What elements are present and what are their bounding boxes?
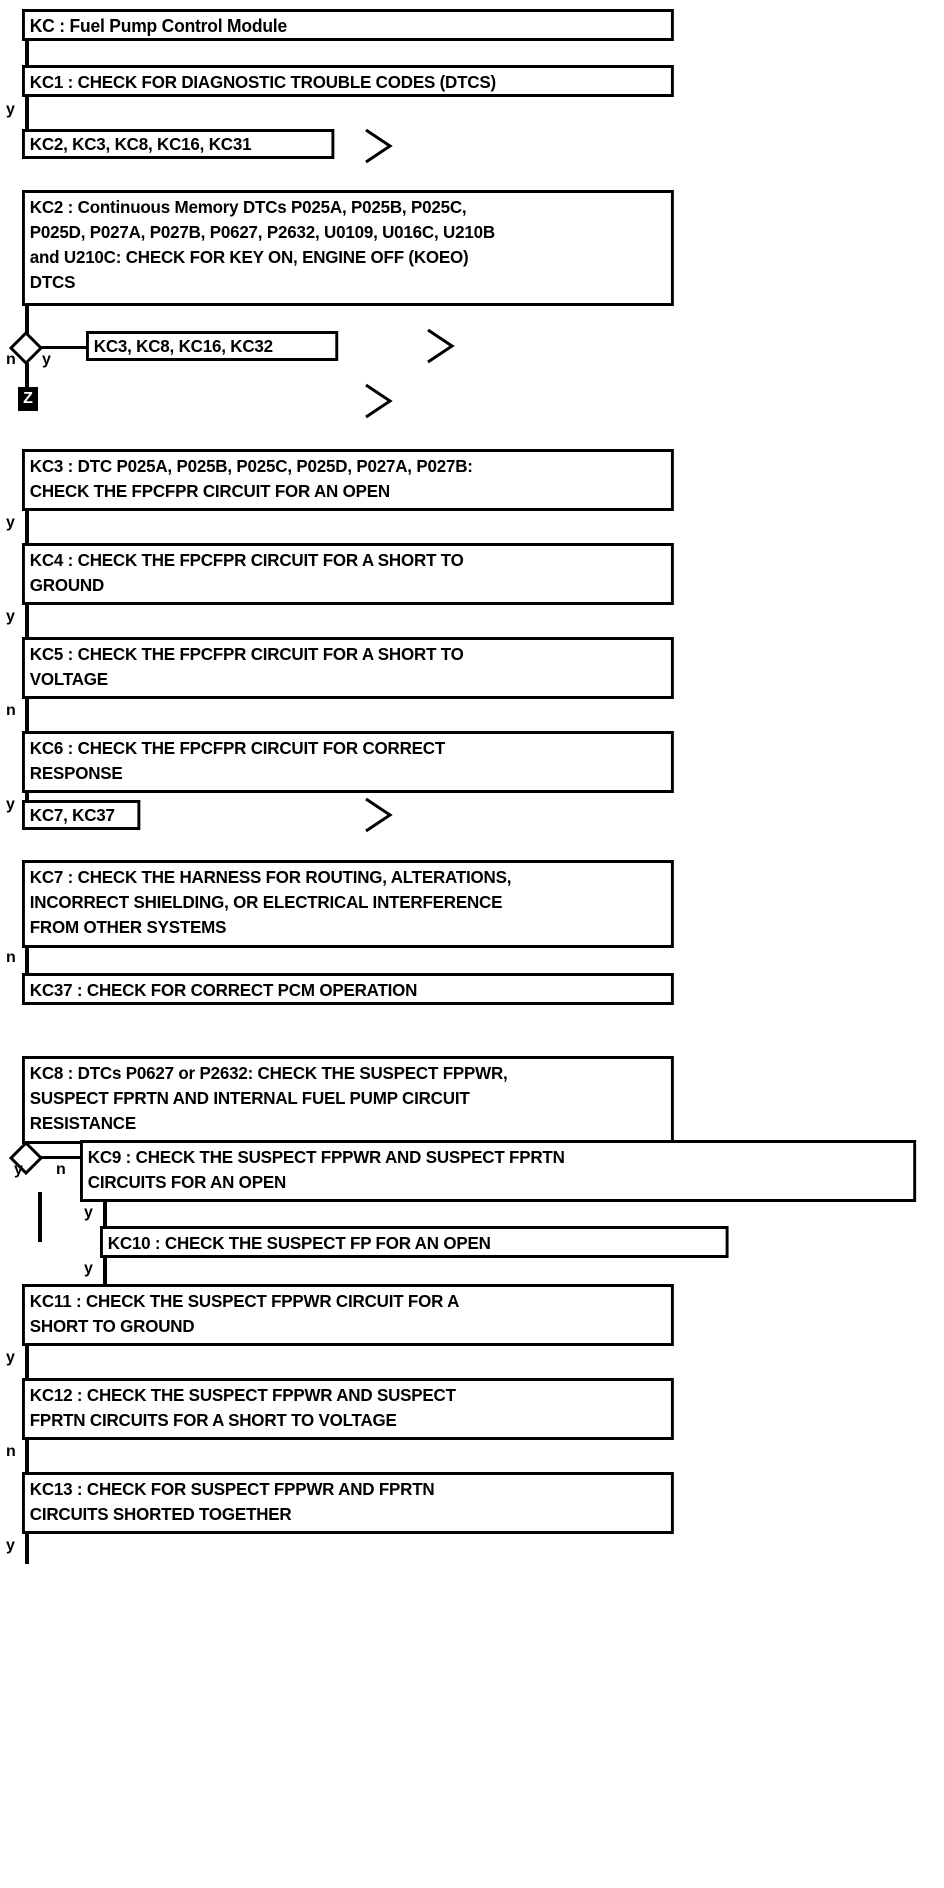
connector-kc3-to-kc4 — [25, 511, 29, 543]
branch-label-kc2-no: n — [6, 351, 16, 368]
node-kc1[interactable]: KC1 : CHECK FOR DIAGNOSTIC TROUBLE CODES… — [22, 65, 674, 97]
branch-label-kc5-n: n — [6, 702, 16, 719]
node-ref-kc7-kc37[interactable]: KC7, KC37 — [22, 800, 141, 830]
decision-diamond-icon-2[interactable] — [8, 1140, 44, 1176]
connector-kc5-to-kc6 — [25, 699, 29, 731]
connector-decision1-no — [25, 363, 29, 389]
connector-kc4-to-kc5 — [25, 605, 29, 637]
node-kc6[interactable]: KC6 : CHECK THE FPCFPR CIRCUIT FOR CORRE… — [22, 731, 674, 793]
connector-decision2-no — [40, 1156, 82, 1159]
offpage-chevron-icon-4 — [362, 795, 396, 835]
branch-label-kc3-y: y — [6, 514, 15, 531]
node-kc10[interactable]: KC10 : CHECK THE SUSPECT FP FOR AN OPEN — [100, 1226, 729, 1258]
node-kc13[interactable]: KC13 : CHECK FOR SUSPECT FPPWR AND FPRTN… — [22, 1472, 674, 1534]
offpage-chevron-icon-2 — [424, 326, 458, 366]
connector-kc12-to-kc13 — [25, 1440, 29, 1472]
connector-decision2-yes-rail — [38, 1192, 42, 1242]
connector-decision1-yes — [40, 346, 88, 349]
branch-label-kc8-no: n — [56, 1161, 66, 1178]
branch-label-kc4-y: y — [6, 608, 15, 625]
node-kc5[interactable]: KC5 : CHECK THE FPCFPR CIRCUIT FOR A SHO… — [22, 637, 674, 699]
node-kc7[interactable]: KC7 : CHECK THE HARNESS FOR ROUTING, ALT… — [22, 860, 674, 948]
connector-kc9-to-kc10 — [103, 1202, 107, 1228]
node-ref-kc3-kc8-kc16-kc32[interactable]: KC3, KC8, KC16, KC32 — [86, 331, 339, 361]
offpage-chevron-icon-3 — [362, 381, 396, 421]
branch-label-kc9-y: y — [84, 1204, 93, 1221]
connector-kc2-to-decision — [25, 306, 29, 334]
node-kc9[interactable]: KC9 : CHECK THE SUSPECT FPPWR AND SUSPEC… — [80, 1140, 917, 1202]
connector-kc13-out — [25, 1534, 29, 1564]
connector-kc7-to-kc37 — [25, 948, 29, 975]
node-kc37[interactable]: KC37 : CHECK FOR CORRECT PCM OPERATION — [22, 973, 674, 1005]
branch-label-kc11-y: y — [6, 1349, 15, 1366]
node-kc-title[interactable]: KC : Fuel Pump Control Module — [22, 9, 674, 41]
connector-kc10-to-kc11 — [103, 1258, 107, 1284]
node-kc12[interactable]: KC12 : CHECK THE SUSPECT FPPWR AND SUSPE… — [22, 1378, 674, 1440]
branch-label-kc1-y: y — [6, 101, 15, 118]
branch-label-kc6-y: y — [6, 796, 15, 813]
node-kc11[interactable]: KC11 : CHECK THE SUSPECT FPPWR CIRCUIT F… — [22, 1284, 674, 1346]
node-kc4[interactable]: KC4 : CHECK THE FPCFPR CIRCUIT FOR A SHO… — [22, 543, 674, 605]
branch-label-kc13-y: y — [6, 1537, 15, 1554]
offpage-chevron-icon-1 — [362, 126, 396, 166]
node-ref-kc2-kc3-kc8-kc16-kc31[interactable]: KC2, KC3, KC8, KC16, KC31 — [22, 129, 335, 159]
node-kc2[interactable]: KC2 : Continuous Memory DTCs P025A, P025… — [22, 190, 674, 306]
branch-label-kc7-n: n — [6, 949, 16, 966]
branch-label-kc2-yes: y — [42, 351, 51, 368]
node-marker-z[interactable]: Z — [18, 387, 38, 411]
node-kc8[interactable]: KC8 : DTCs P0627 or P2632: CHECK THE SUS… — [22, 1056, 674, 1144]
connector-kc1-to-ref1 — [25, 97, 29, 129]
branch-label-kc8-yes: y — [14, 1161, 23, 1178]
branch-label-kc12-n: n — [6, 1443, 16, 1460]
connector-kc11-to-kc12 — [25, 1346, 29, 1378]
connector-title-to-kc1 — [25, 41, 29, 65]
node-kc3[interactable]: KC3 : DTC P025A, P025B, P025C, P025D, P0… — [22, 449, 674, 511]
branch-label-kc10-y: y — [84, 1260, 93, 1277]
